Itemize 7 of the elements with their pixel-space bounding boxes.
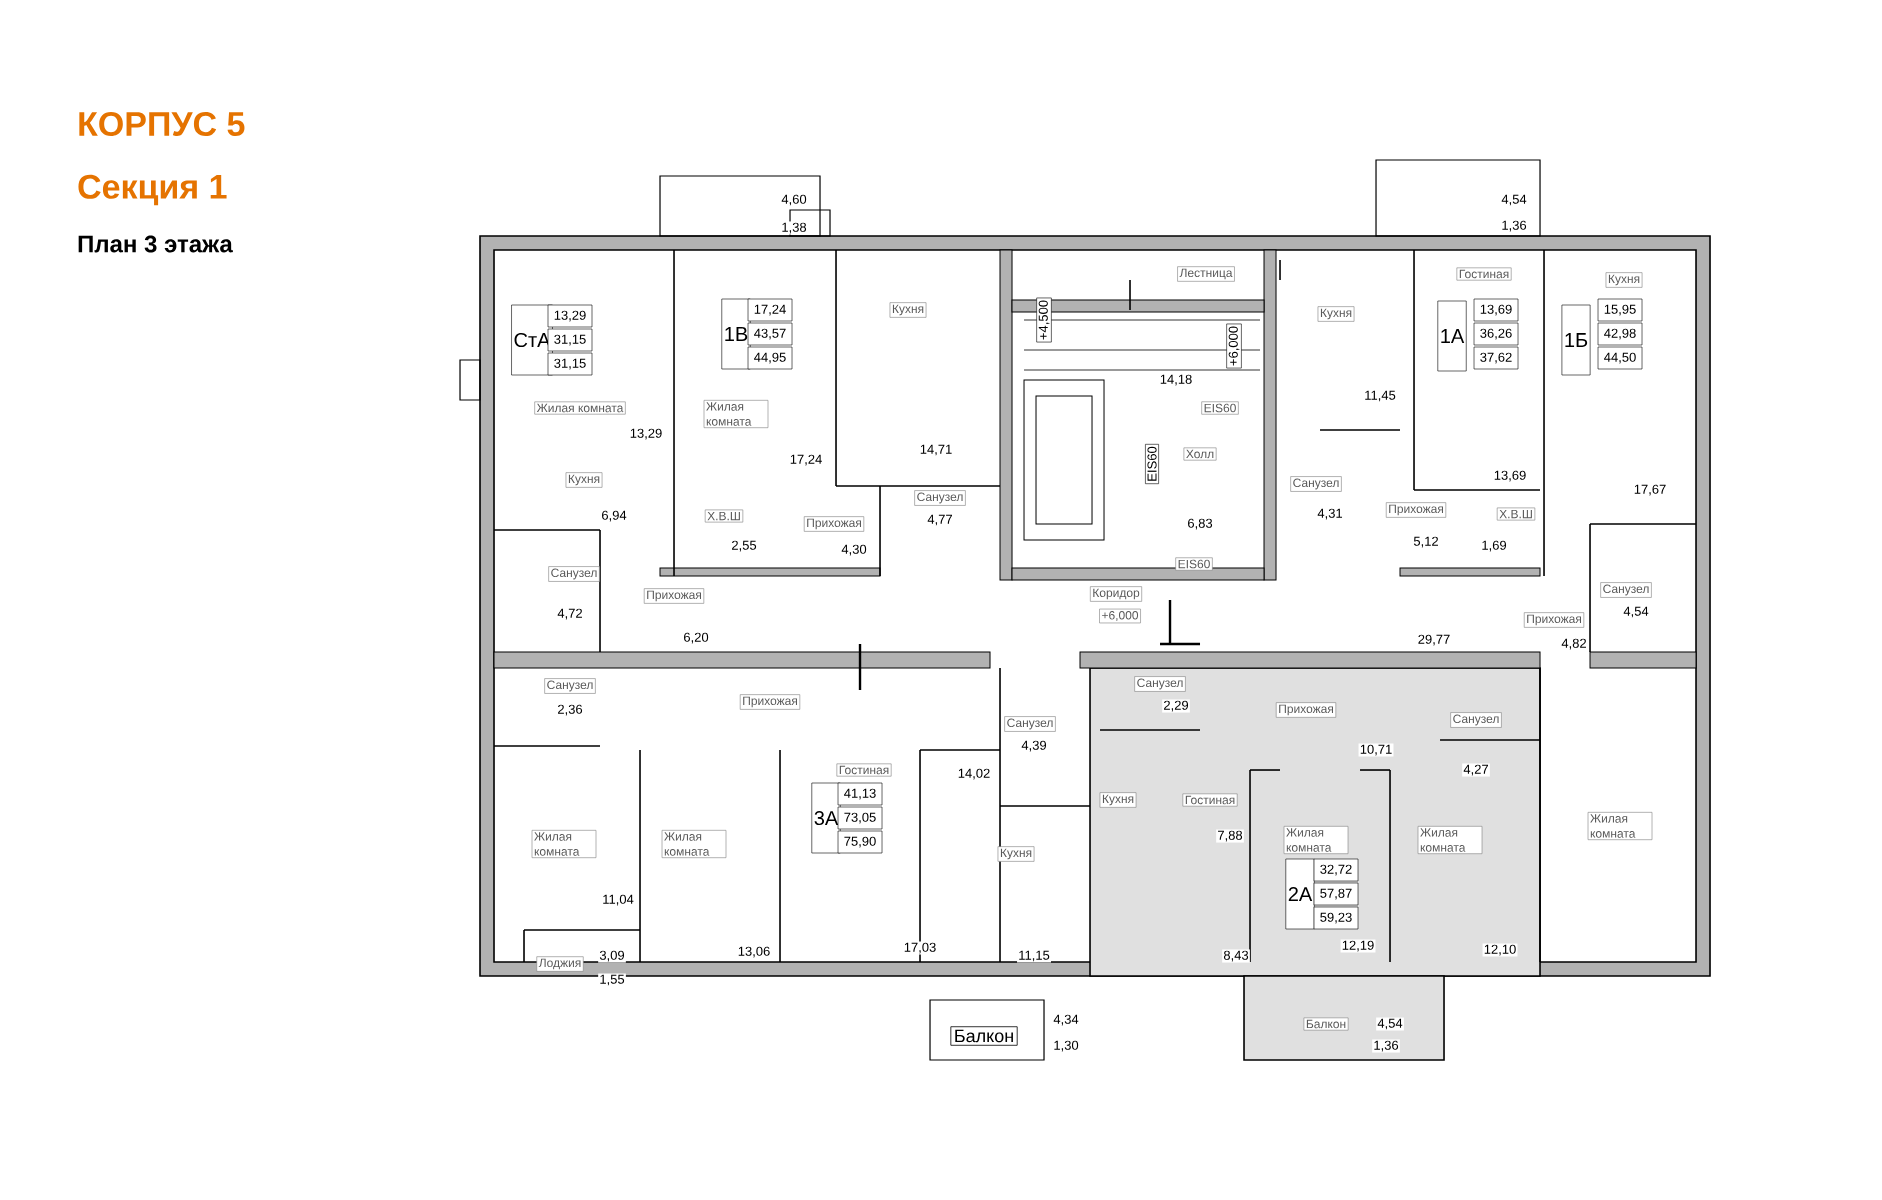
subtitle: Секция 1 — [78, 174, 227, 206]
apartment-code: 1А — [1437, 300, 1467, 372]
apartment-code: 2А — [1285, 858, 1315, 930]
subtitle: План 3 этажа — [78, 235, 233, 253]
room-label: Балкон — [950, 1026, 1018, 1046]
title: КОРПУС 5 — [79, 111, 245, 137]
apartment-code: 1Б — [1561, 304, 1591, 376]
